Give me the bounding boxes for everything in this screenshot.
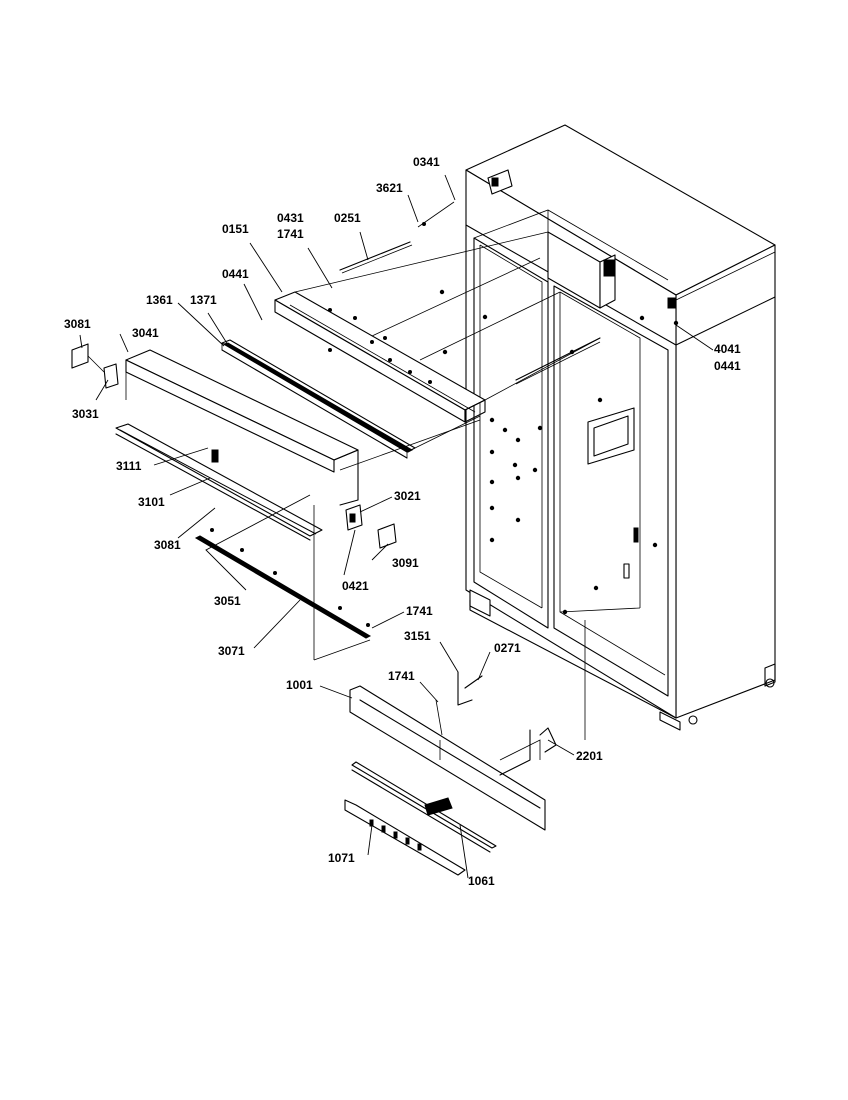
top-rail-assembly <box>221 201 601 471</box>
label-1741-top: 1741 <box>277 227 304 241</box>
label-1061: 1061 <box>468 874 495 888</box>
label-3051: 3051 <box>214 594 241 608</box>
door-trim-assembly <box>71 343 397 661</box>
refrigerator-cabinet <box>439 124 776 731</box>
label-1371: 1371 <box>190 293 217 307</box>
label-2201: 2201 <box>576 749 603 763</box>
label-3041: 3041 <box>132 326 159 340</box>
label-0251: 0251 <box>334 211 361 225</box>
label-1741-low: 1741 <box>388 669 415 683</box>
label-1001: 1001 <box>286 678 313 692</box>
label-1361: 1361 <box>146 293 173 307</box>
label-3151: 3151 <box>404 629 431 643</box>
label-0271: 0271 <box>494 641 521 655</box>
label-3081-top: 3081 <box>64 317 91 331</box>
label-4041: 4041 <box>714 342 741 356</box>
label-3621: 3621 <box>376 181 403 195</box>
callout-labels: 0341 3621 0431 1741 0251 0151 0441 1361 … <box>64 155 741 888</box>
label-0341: 0341 <box>413 155 440 169</box>
leader-lines <box>79 174 714 879</box>
label-3101: 3101 <box>138 495 165 509</box>
label-1741-mid: 1741 <box>406 604 433 618</box>
label-3031: 3031 <box>72 407 99 421</box>
label-1071: 1071 <box>328 851 355 865</box>
label-0431: 0431 <box>277 211 304 225</box>
label-0151: 0151 <box>222 222 249 236</box>
label-0441-right: 0441 <box>714 359 741 373</box>
label-3081-bottom: 3081 <box>154 538 181 552</box>
label-3071: 3071 <box>218 644 245 658</box>
bottom-grille-assembly <box>344 620 586 876</box>
label-0441-left: 0441 <box>222 267 249 281</box>
label-0421: 0421 <box>342 579 369 593</box>
label-3021: 3021 <box>394 489 421 503</box>
label-3091: 3091 <box>392 556 419 570</box>
label-3111: 3111 <box>116 459 142 473</box>
